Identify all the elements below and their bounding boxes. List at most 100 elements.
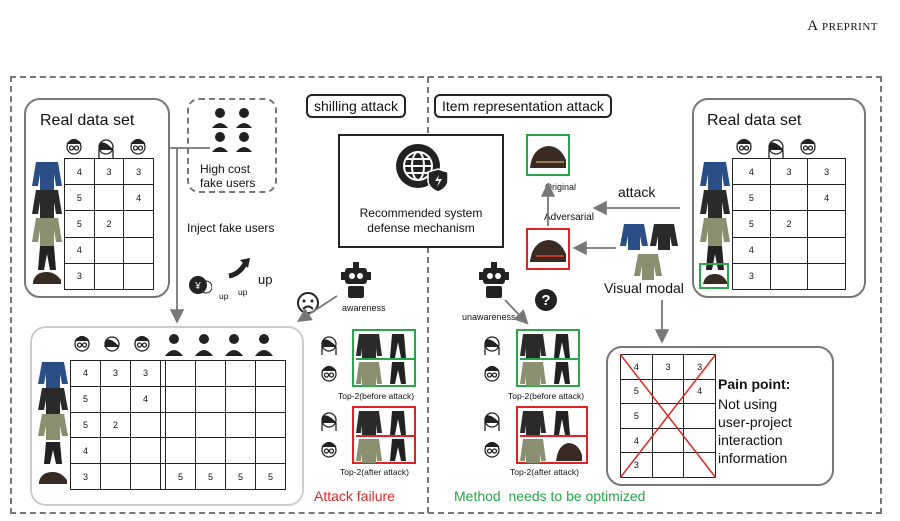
arrow-icon [226,256,254,285]
person-icon [484,441,500,458]
rating-cell: 3 [807,157,846,186]
rating-cell: 2 [769,210,809,238]
svg-text:¥: ¥ [194,281,201,292]
rating-cell: 3 [130,360,161,387]
person-icon [74,335,150,352]
fake-user-icon [165,334,273,356]
top2-after-items-right [520,409,586,468]
fake-users-box [187,98,277,193]
person-icon [66,138,146,158]
rating-cell [224,360,256,387]
jacket-icon [356,411,382,435]
up-label-2: up [238,287,248,297]
top2-users-left [315,330,345,465]
figure-frame [10,76,882,514]
person-icon [484,412,500,431]
visual-modal-label: Visual modal [604,280,684,296]
jacket-icon [700,162,730,190]
rating-cell: 5 [194,463,226,490]
user-faces-row-left [62,134,152,160]
up-label-3: up [258,272,273,287]
jacket-icon [520,362,546,386]
shoe-icon [703,274,727,284]
user-faces-row-right [730,134,826,165]
jacket-icon [520,439,546,463]
shilling-attack-tag: shilling attack [306,94,407,118]
rating-cell [123,262,154,291]
rating-cell: 4 [70,360,101,387]
original-label: Original [545,182,577,192]
top2-after-label-left: Top-2(after attack) [340,467,409,477]
person-icon [321,336,337,355]
top2-before-box-left [352,329,416,387]
pants-icon [38,246,56,270]
top2-after-box-right [516,406,588,464]
visual-modal-items [620,222,682,287]
pants-icon [390,334,406,358]
rating-cell: 5 [254,463,287,490]
pain-point-title: Pain point: [718,376,791,392]
rating-cell [254,437,287,465]
question-icon: ? [534,288,558,317]
pants-icon [390,439,406,461]
user-faces-row-big [68,330,284,363]
item-column-left [30,158,64,290]
rating-cell [93,236,125,264]
jacket-icon [620,224,648,250]
rating-cell [194,437,226,465]
jacket-icon [700,190,730,218]
jacket-icon [38,362,68,388]
pain-point-text: Not using user-project interaction infor… [718,396,792,466]
rating-cell: 4 [130,385,161,413]
fake-user-icon [212,108,252,152]
person-icon [484,336,500,355]
preprint-header: A preprint [807,18,878,34]
method-optimized-label: Method needs to be optimized [454,488,646,504]
jacket-icon [520,411,546,435]
jacket-icon [32,190,62,218]
rating-cell: 4 [70,437,101,465]
top2-before-label-right: Top-2(before attack) [508,391,585,401]
jacket-icon [520,334,546,358]
top2-after-label-right: Top-2(after attack) [510,467,579,477]
rating-cell [683,427,716,454]
rating-cell [93,262,125,291]
rating-cell: 3 [64,262,95,291]
adversarial-label: Adversarial [544,212,595,223]
top2-after-items-left [356,409,414,468]
defense-mechanism-label: Recommended system defense mechanism [359,206,483,235]
rating-cell: 5 [620,403,653,429]
rating-cell: 4 [64,157,95,186]
rating-cell [123,236,154,264]
rating-cell: 4 [732,157,771,186]
globe-shield-icon [392,140,449,201]
fake-users-label: High cost fake users [200,162,256,190]
shoe-icon [33,272,61,284]
pants-icon [554,362,570,384]
jacket-icon [700,218,730,246]
unawareness-label: unawareness [462,312,516,322]
up-label-1: up [219,291,229,301]
svg-text:?: ? [541,292,550,309]
rating-cell: 3 [732,262,771,291]
jacket-icon [650,224,678,250]
rating-cell [164,385,196,413]
rating-cell: 2 [100,411,131,439]
robot-icon [478,262,510,307]
rating-cell: 2 [93,210,125,238]
person-icon [736,138,816,158]
left-real-data-title: Real data set [40,112,135,129]
jacket-icon [32,162,62,190]
jacket-icon [356,362,382,386]
inject-arrow [169,147,185,324]
rating-cell [651,378,685,405]
jacket-icon [32,218,62,246]
rating-cell [807,262,846,291]
rating-cell [769,262,809,291]
jacket-icon [38,414,68,440]
jacket-icon [634,254,662,280]
shoe-icon [528,234,568,271]
person-icon [321,441,337,458]
coin-icon: ¥ [184,274,213,301]
pants-icon [390,362,406,384]
